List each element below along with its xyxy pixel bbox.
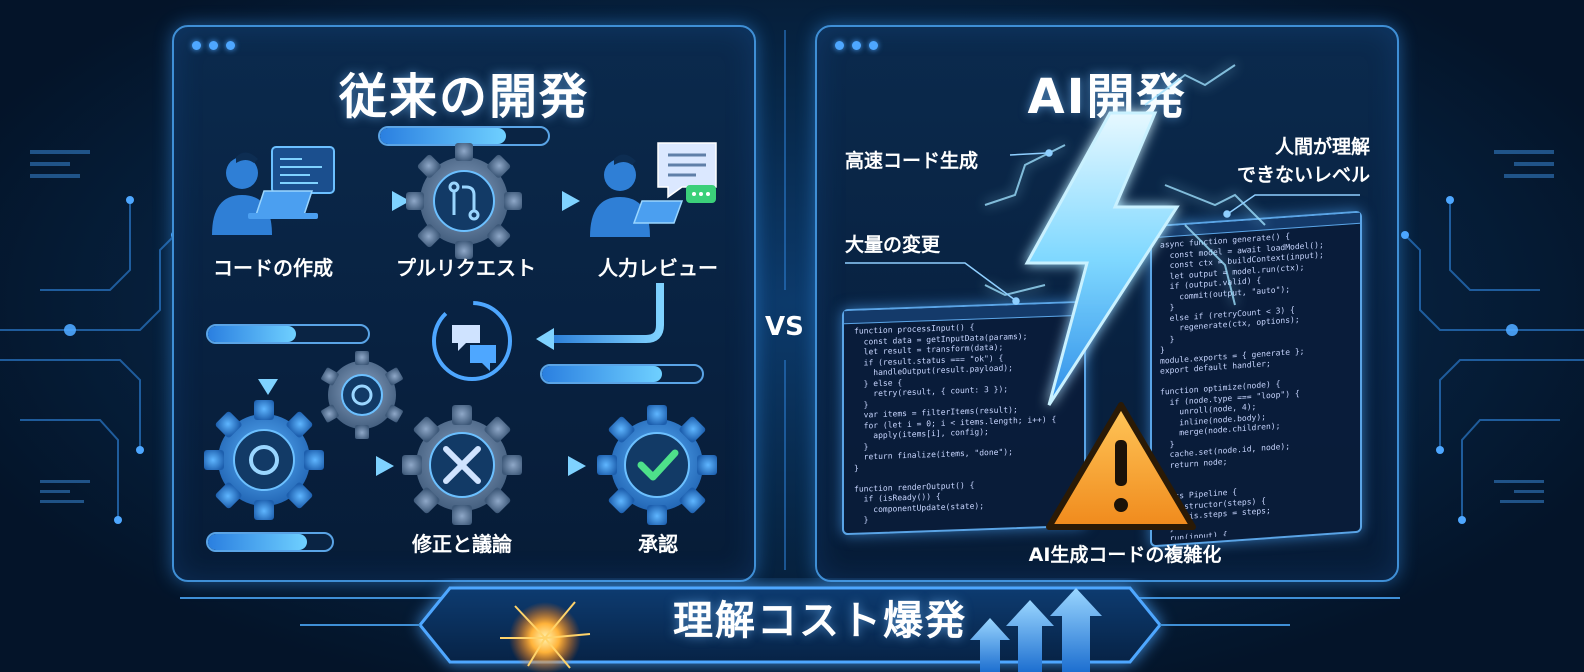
warning-icon: [1046, 402, 1196, 530]
traditional-dev-title: 従来の開発: [338, 69, 589, 125]
lightning-branches: [984, 64, 1266, 306]
progress-bar-bottom: [206, 532, 334, 552]
explosion-icon: [500, 601, 591, 672]
banner: [180, 586, 1400, 672]
arrow-right-icon: [392, 191, 410, 211]
approval-gear-icon: [597, 405, 717, 525]
callout-complexity: AI生成コードの複雑化: [1028, 544, 1222, 566]
small-gear-icon: [321, 351, 403, 439]
step-fix-and-discuss: 修正と議論: [412, 532, 512, 556]
developer-icon: [212, 146, 335, 235]
callout-human-understanding-line1: 人間が理解: [1274, 136, 1370, 158]
arrow-right-icon: [568, 456, 586, 476]
callout-large-changes: 大量の変更: [845, 234, 941, 256]
callout-lines: [845, 149, 1360, 305]
callout-human-understanding-line2: できないレベル: [1236, 164, 1370, 186]
traditional-dev-flow: [204, 142, 717, 525]
vs-label: VS: [765, 312, 804, 342]
step-approval: 承認: [638, 532, 678, 556]
lightning-bolt-icon: [1024, 111, 1180, 406]
ai-dev-graphics: [845, 64, 1360, 530]
rising-arrows-icon: [970, 588, 1102, 672]
progress-bar-left: [206, 324, 370, 344]
arrow-right-icon: [376, 456, 394, 476]
callout-fast-generation: 高速コード生成: [845, 150, 979, 172]
banner-title: 理解コスト爆発: [673, 598, 967, 644]
arrow-down-icon: [258, 379, 278, 395]
window-dots: [835, 41, 878, 50]
progress-fill: [542, 366, 662, 382]
progress-bar-top: [378, 126, 550, 146]
progress-fill: [208, 326, 296, 342]
progress-fill: [380, 128, 506, 144]
progress-bar-right: [540, 364, 704, 384]
tools-gear-icon: [402, 405, 522, 525]
discussion-cycle-icon: [432, 301, 512, 381]
step-code-creation: コードの作成: [213, 256, 333, 280]
arrow-right-icon: [562, 191, 580, 211]
reviewer-icon: [590, 142, 717, 237]
step-pull-request: プルリクエスト: [396, 256, 536, 280]
step-human-review: 人力レビュー: [598, 256, 718, 280]
progress-fill: [208, 534, 308, 550]
arrow-left-icon: [536, 328, 554, 350]
pull-request-gear-icon: [406, 143, 522, 259]
window-dots: [192, 41, 235, 50]
check-icon: [637, 449, 679, 481]
ai-dev-title: AI開発: [1027, 69, 1187, 125]
big-gear-icon: [204, 400, 324, 520]
